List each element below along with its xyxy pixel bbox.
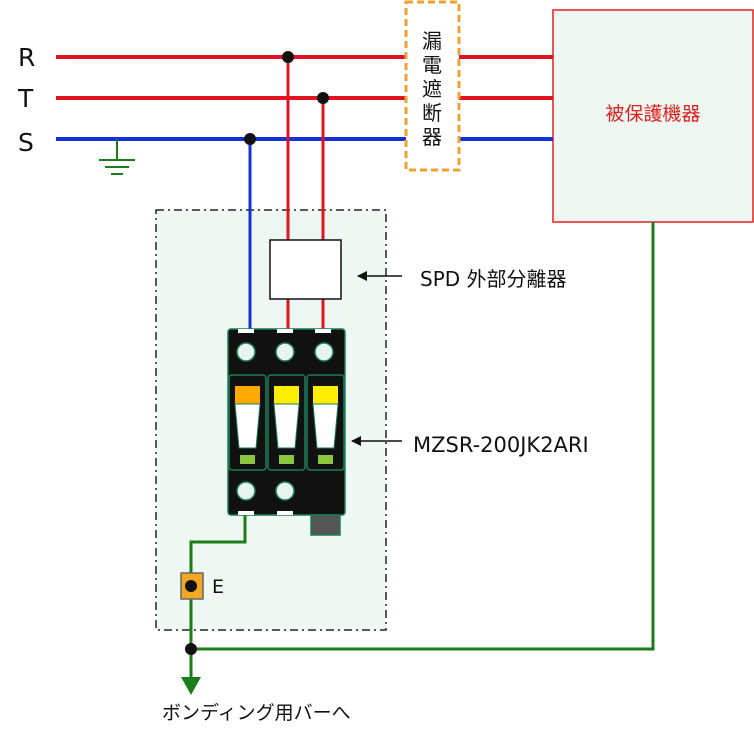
bonding-arrow-head [181,677,201,695]
breaker-char-1: 漏 [422,29,442,53]
terminal-screw-icon [236,342,256,362]
junction-dot-s [244,133,256,145]
earth-terminal-label: E [212,576,224,598]
breaker-char-4: 断 [422,101,442,125]
earth-leakage-breaker [404,0,461,172]
junction-dot-r [282,51,294,63]
spd-disconnector-label: SPD 外部分離器 [420,267,567,291]
status-indicator-yellow [274,386,299,404]
terminal-screw-icon [275,342,295,362]
junction-dot-t [317,92,329,104]
breaker-char-3: 遮 [422,77,442,101]
phase-r-label: R [18,43,35,72]
earth-junction-dot [185,643,197,655]
breaker-char-2: 電 [422,53,442,77]
spd-earth-wire [189,515,247,660]
breaker-char-5: 器 [422,125,442,149]
phase-t-label: T [17,84,34,113]
terminal-screw-icon [275,481,295,501]
status-indicator-yellow [313,386,338,404]
ground-symbol-icon [99,139,135,175]
protected-equipment-label: 被保護機器 [605,103,700,125]
terminal-screw-icon [314,342,334,362]
terminal-screw-icon [236,481,256,501]
phase-s-label: S [18,128,34,157]
status-indicator-orange [235,386,260,404]
spd-module [227,328,346,536]
protected-equipment-box [552,9,754,223]
bonding-bar-label: ボンディング用バーへ [162,702,351,724]
earth-terminal-dot [185,580,197,592]
spd-model-label: MZSR-200JK2ARI [413,433,589,457]
spd-disconnector-box [269,239,342,300]
equipment-earth-wire [191,222,655,651]
